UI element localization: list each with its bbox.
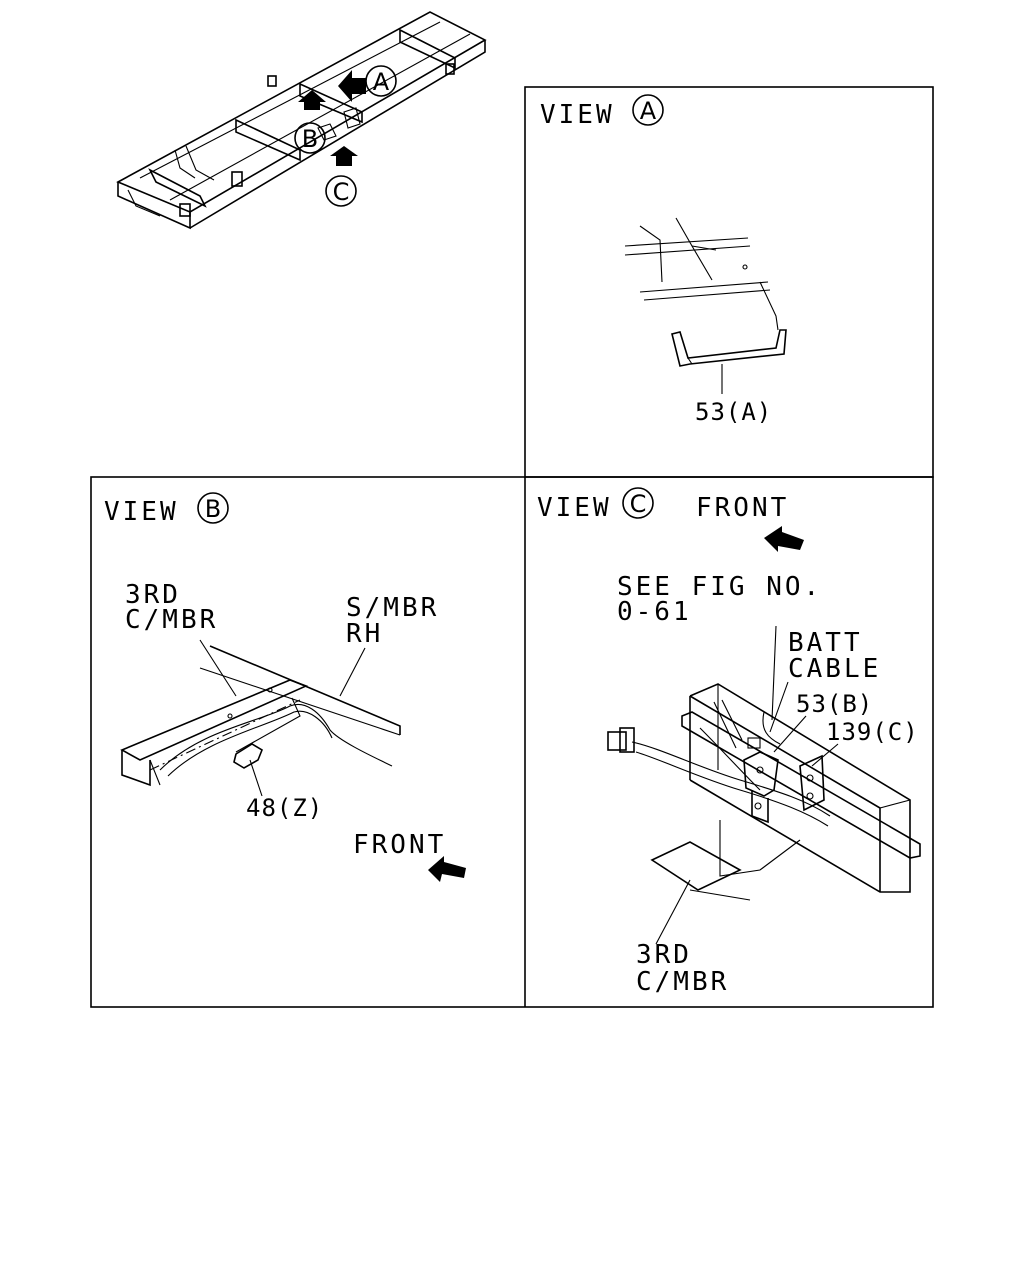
view-c-title: VIEW bbox=[537, 493, 612, 523]
view-c-panel: VIEW C FRONT SEE FIG NO. 0-61 BATT CABLE… bbox=[537, 487, 921, 997]
arrow-c-icon bbox=[330, 146, 358, 166]
view-c-see-fig-line2: 0-61 bbox=[617, 597, 692, 627]
view-c-see-fig-line1: SEE FIG NO. bbox=[617, 572, 822, 602]
callout-c-text: C bbox=[333, 178, 350, 206]
chassis-frame-drawing bbox=[116, 11, 487, 230]
view-c-3rd-line2: C/MBR bbox=[636, 967, 729, 997]
view-c-part-53b: 53(B) bbox=[796, 690, 873, 718]
callout-b-text: B bbox=[302, 125, 318, 153]
view-b-3rd-line2: C/MBR bbox=[125, 605, 218, 635]
view-a-circle-text: A bbox=[640, 97, 657, 125]
view-c-batt-line2: CABLE bbox=[788, 654, 881, 684]
view-b-front-label: FRONT bbox=[353, 830, 446, 860]
view-b-3rd-line1: 3RD bbox=[125, 580, 181, 610]
callout-c: C bbox=[325, 175, 357, 207]
view-c-front-arrow-icon bbox=[764, 526, 804, 552]
panel-frames bbox=[90, 86, 934, 1008]
view-c-3rd-line1: 3RD bbox=[636, 940, 692, 970]
view-c-circle-text: C bbox=[630, 490, 647, 518]
callout-a: A bbox=[365, 65, 397, 97]
view-c-circle: C bbox=[622, 487, 654, 519]
view-c-drawing bbox=[607, 625, 921, 945]
view-b-smbr-line1: S/MBR bbox=[346, 593, 439, 623]
view-a-title: VIEW bbox=[540, 100, 615, 130]
view-a-circle: A bbox=[632, 94, 664, 126]
view-b-panel: VIEW B 3RD C/MBR S/MBR RH bbox=[104, 492, 466, 882]
view-b-part-label: 48(Z) bbox=[246, 794, 323, 822]
view-a-drawing bbox=[624, 217, 787, 394]
arrow-a-icon bbox=[338, 70, 366, 102]
view-a-panel: VIEW A 53(A) bbox=[540, 94, 787, 426]
view-b-title: VIEW bbox=[104, 497, 179, 527]
view-b-front-arrow-icon bbox=[428, 856, 466, 882]
view-c-part-139c: 139(C) bbox=[826, 718, 919, 746]
view-b-smbr-line2: RH bbox=[346, 619, 383, 649]
view-a-part-label: 53(A) bbox=[695, 398, 772, 426]
view-b-circle: B bbox=[197, 492, 229, 524]
view-c-front-label: FRONT bbox=[696, 493, 789, 523]
view-b-circle-text: B bbox=[205, 495, 221, 523]
chassis-overview: A B C bbox=[116, 11, 487, 230]
view-c-batt-line1: BATT bbox=[788, 628, 863, 658]
view-b-drawing bbox=[120, 639, 401, 797]
callout-a-text: A bbox=[373, 68, 390, 96]
callout-b: B bbox=[294, 122, 326, 154]
arrow-b-icon bbox=[298, 90, 326, 110]
